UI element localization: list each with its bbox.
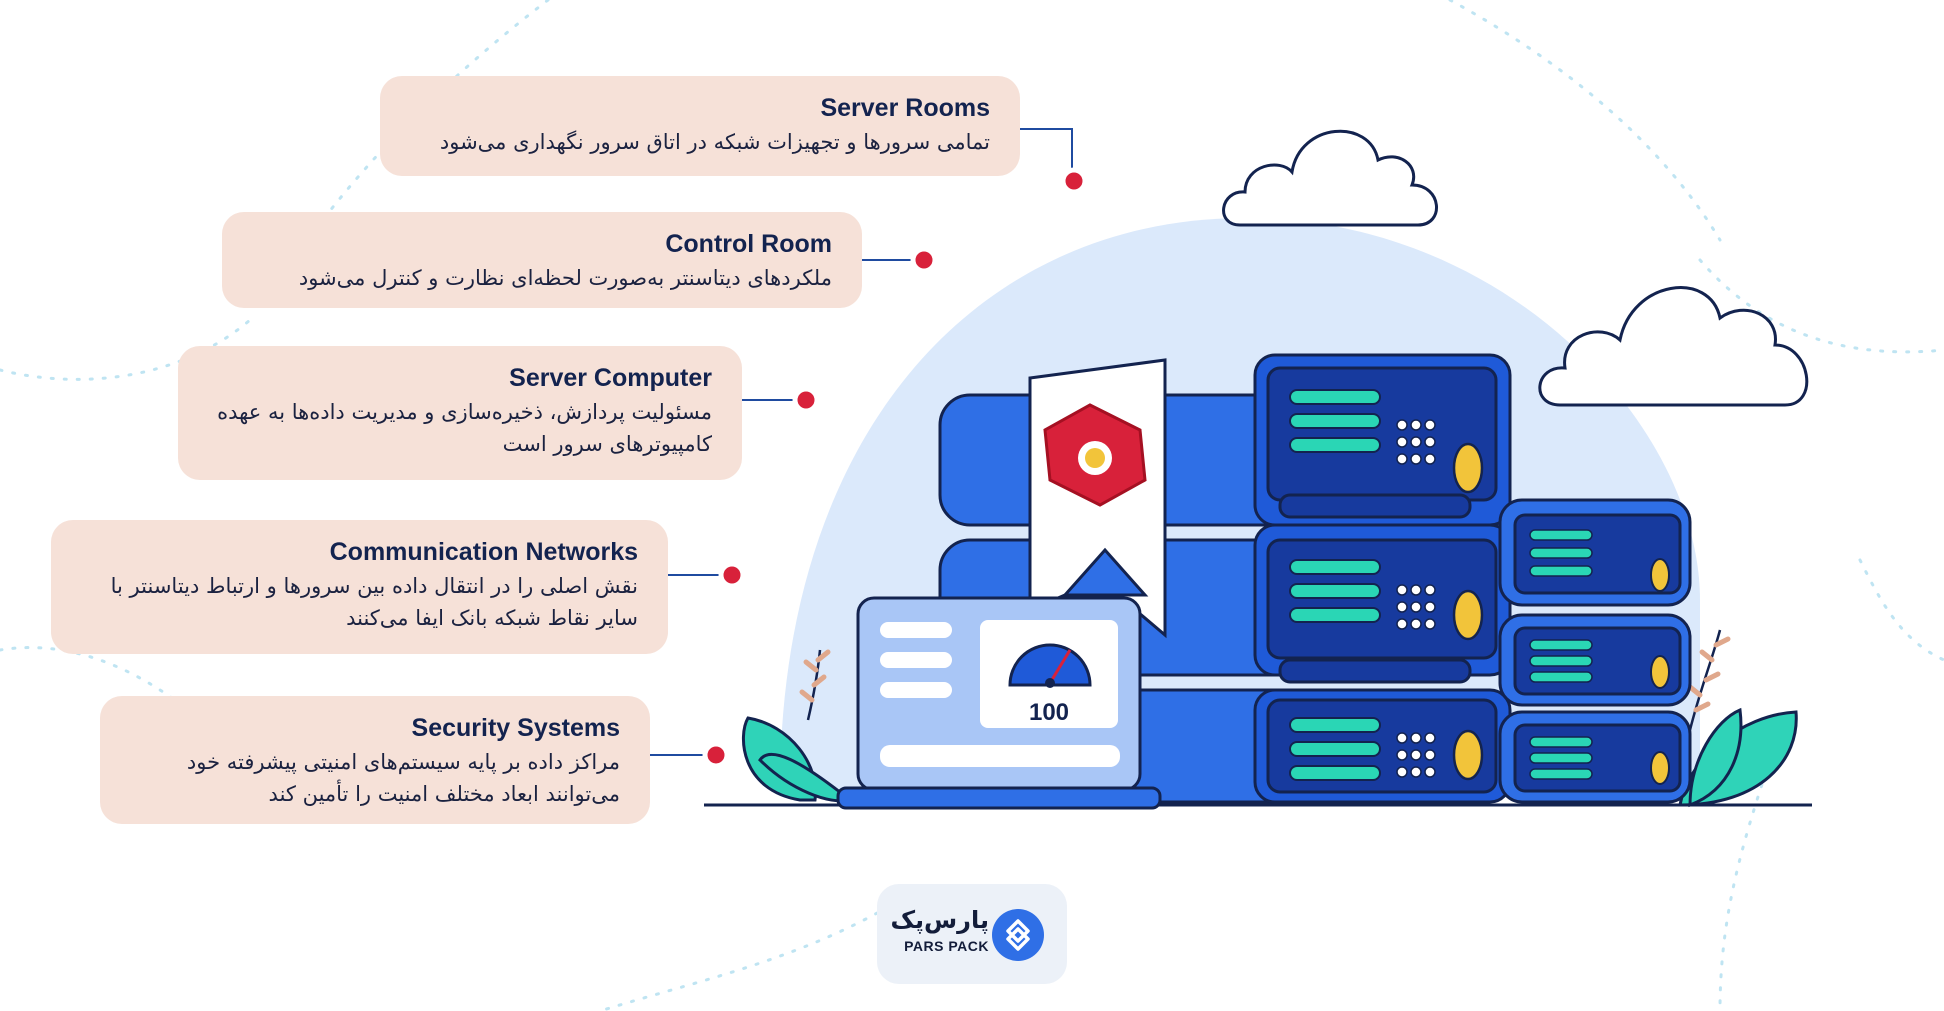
- connector-dot-icon: [910, 246, 938, 274]
- card-description: ملکردهای دیتاسنتر به‌صورت لحظه‌ای نظارت …: [298, 266, 832, 290]
- card-server-computer: Server Computer مسئولیت پردازش، ذخیره‌سا…: [178, 346, 742, 480]
- card-control-room: Control Room ملکردهای دیتاسنتر به‌صورت ل…: [222, 212, 862, 308]
- bank-logo-icon: [1043, 403, 1147, 507]
- connector-dot-icon: [718, 561, 746, 589]
- server-knob-icon: [1452, 442, 1484, 781]
- plant-right-icon: [1678, 629, 1798, 808]
- parspack-logo: پارس‌پک PARS PACK: [877, 884, 1067, 984]
- plant-left-icon: [741, 649, 854, 803]
- card-title: Server Computer: [509, 364, 712, 392]
- card-security-systems: Security Systems مراکز داده بر پایه سیست…: [100, 696, 650, 824]
- card-description: نقش اصلی را در انتقال داده بین سرورها و …: [110, 574, 638, 630]
- logo-text-en: PARS PACK: [904, 938, 989, 954]
- card-description: مسئولیت پردازش، ذخیره‌سازی و مدیریت داده…: [217, 400, 712, 456]
- card-communication-networks: Communication Networks نقش اصلی را در ان…: [51, 520, 668, 654]
- gauge-value: 100: [1029, 699, 1069, 726]
- connector-dot-icon: [702, 741, 730, 769]
- card-title: Server Rooms: [820, 94, 990, 122]
- connector-dot-icon: [792, 386, 820, 414]
- parspack-mark-icon: [992, 909, 1044, 961]
- speed-gauge-icon: [1008, 643, 1092, 688]
- cloud-icon: [1538, 286, 1809, 407]
- server-led-icon: [1529, 529, 1593, 780]
- server-dots-icon: [1396, 419, 1436, 778]
- card-title: Control Room: [665, 230, 832, 258]
- card-title: Communication Networks: [329, 538, 638, 566]
- card-description: تمامی سرورها و تجهیزات شبکه در اتاق سرور…: [439, 130, 990, 154]
- server-knob-icon: [1650, 558, 1670, 785]
- cloud-icon: [1222, 129, 1438, 227]
- laptop-screen-bars: [880, 620, 1120, 767]
- connector-dot-icon: [1060, 167, 1088, 195]
- card-description: مراکز داده بر پایه سیستم‌های امنیتی پیشر…: [186, 750, 620, 806]
- card-server-rooms: Server Rooms تمامی سرورها و تجهیزات شبکه…: [380, 76, 1020, 176]
- logo-text-fa: پارس‌پک: [890, 906, 989, 934]
- server-led-icon: [1289, 389, 1381, 781]
- card-title: Security Systems: [411, 714, 620, 742]
